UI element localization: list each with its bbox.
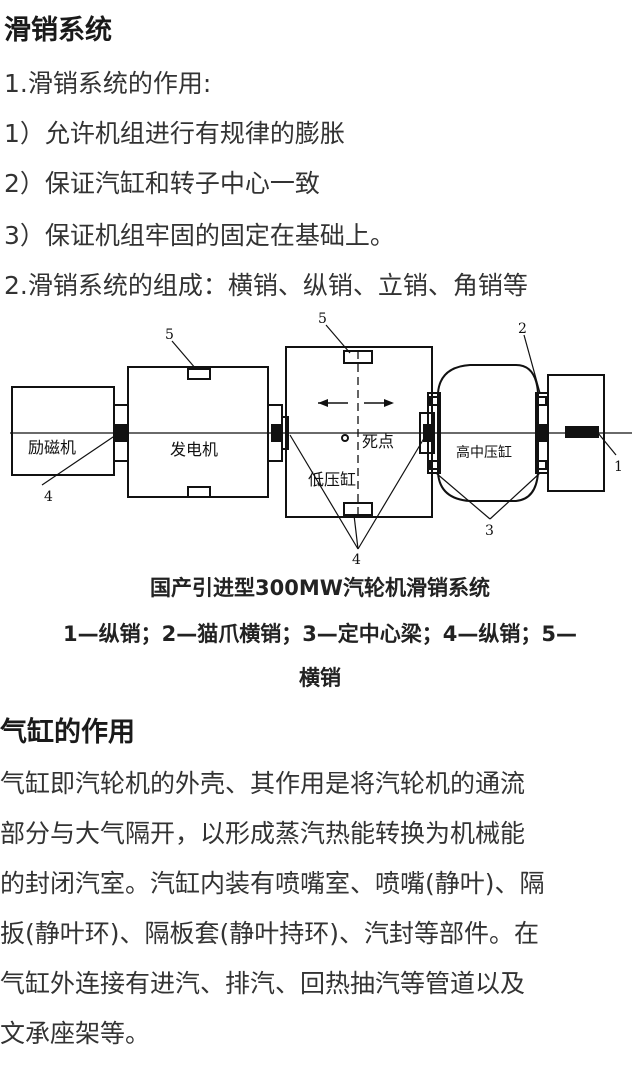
leader-line (171, 340, 197, 370)
lp-cylinder-block (285, 346, 433, 518)
callout-4: 4 (352, 552, 361, 567)
leader-line (523, 334, 541, 394)
callout-5: 5 (318, 311, 327, 327)
text-line: 扳(静叶环)、隔板套(静叶持环)、汽封等部件。在 (0, 919, 540, 948)
exciter-block (11, 386, 115, 476)
pin-slot (537, 460, 547, 470)
callout-3: 3 (485, 523, 494, 539)
cat-paw (427, 392, 441, 474)
leader-line (353, 514, 359, 550)
diagram-legend: 1—纵销；2—猫爪横销；3—定中心梁；4—纵销；5— (62, 622, 578, 646)
text-line: 1）允许机组进行有规律的膨胀 (4, 119, 345, 148)
callout-5: 5 (165, 327, 174, 343)
text-line: 文承座架等。 (0, 1019, 151, 1048)
section-title: 滑销系统 (4, 15, 112, 46)
pin-block (271, 424, 281, 442)
pin-slot (187, 368, 211, 380)
lp-cylinder-label: 低压缸 (308, 470, 356, 489)
hip-cylinder-label: 高中压缸 (456, 444, 512, 461)
leader-line (597, 432, 617, 456)
pin-slot (429, 460, 439, 470)
text-line: 2.滑销系统的组成：横销、纵销、立销、角销等 (4, 271, 528, 300)
dead-point-marker (341, 434, 349, 442)
leader-line (435, 472, 491, 520)
section-title: 气缸的作用 (0, 717, 135, 748)
generator-label: 发电机 (170, 440, 218, 459)
leader-line (489, 472, 541, 520)
longitudinal-pin (565, 426, 599, 438)
pin-slot (429, 396, 439, 406)
diagram-legend: 横销 (299, 666, 341, 690)
leader-line (289, 434, 359, 550)
leader-line (325, 324, 351, 354)
text-line: 气缸外连接有进汽、排汽、回热抽汽等管道以及 (0, 969, 526, 998)
sliding-pin-diagram: 励磁机 发电机 死点 低压缸 高中压缸 4 5 5 2 4 3 1 (10, 311, 632, 567)
diagram-caption: 国产引进型300MW汽轮机滑销系统 (150, 576, 490, 600)
pin-block (115, 424, 127, 442)
text-line: 3）保证机组牢固的固定在基础上。 (4, 221, 395, 250)
pin-slot (187, 486, 211, 498)
callout-4: 4 (44, 489, 53, 505)
bearing-pedestal (547, 374, 605, 492)
leader-line (357, 434, 427, 550)
callout-2: 2 (518, 321, 527, 337)
exciter-label: 励磁机 (28, 438, 76, 457)
pin-slot (343, 502, 373, 516)
leader-line (41, 434, 117, 486)
callout-1: 1 (614, 459, 623, 475)
pin-slot (537, 396, 547, 406)
text-line: 部分与大气隔开，以形成蒸汽热能转换为机械能 (0, 819, 526, 848)
text-line: 1.滑销系统的作用: (4, 69, 212, 98)
dead-point-label: 死点 (362, 432, 394, 451)
text-line: 气缸即汽轮机的外壳、其作用是将汽轮机的通流 (0, 769, 526, 798)
text-line: 2）保证汽缸和转子中心一致 (4, 169, 320, 198)
pin-block (535, 424, 547, 442)
text-line: 的封闭汽室。汽缸内装有喷嘴室、喷嘴(静叶)、隔 (0, 869, 545, 898)
generator-block (127, 366, 269, 498)
